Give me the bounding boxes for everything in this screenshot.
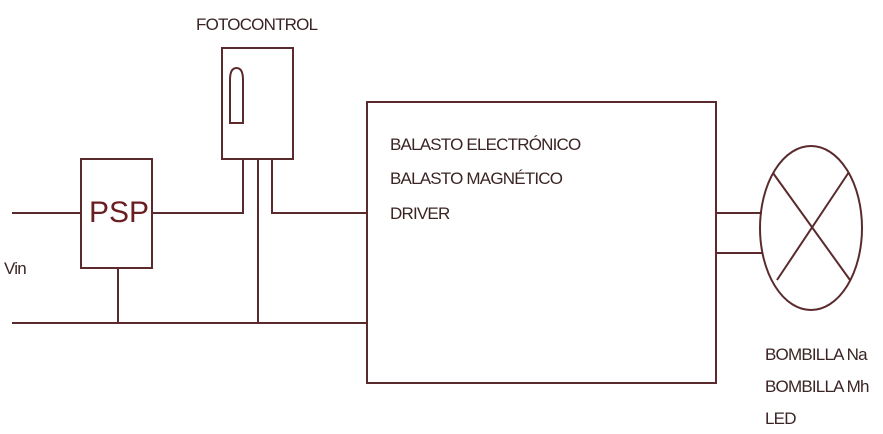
lamp-symbol: [759, 145, 863, 311]
vin-label: Vin: [4, 259, 27, 278]
ballast-box: [366, 101, 717, 384]
ballast-label-magnetic: BALASTO MAGNÉTICO: [390, 169, 563, 188]
fotocontrol-label: FOTOCONTROL: [196, 15, 318, 34]
psp-label: PSP: [89, 196, 150, 229]
lamp-label-na: BOMBILLA Na: [765, 345, 868, 364]
ballast-label-electronic: BALASTO ELECTRÓNICO: [390, 135, 581, 154]
photocell-icon: [229, 66, 244, 124]
lamp-cross-2: [776, 171, 850, 281]
lamp-label-mh: BOMBILLA Mh: [765, 377, 869, 396]
fotocontrol-to-ballast-wire: [271, 159, 367, 214]
psp-to-fotocontrol-wire: [152, 159, 244, 214]
ballast-label-driver: DRIVER: [390, 204, 450, 223]
fotocontrol-box: [221, 47, 294, 160]
lamp-label-led: LED: [765, 409, 796, 428]
